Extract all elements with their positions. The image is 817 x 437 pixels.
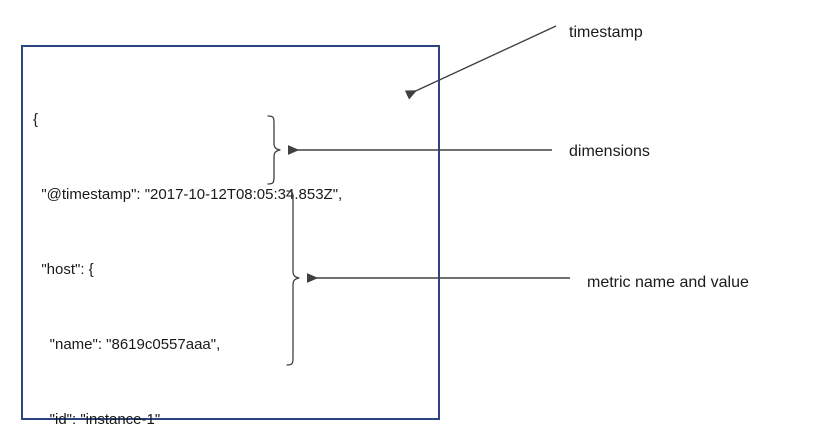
json-document-box: { "@timestamp": "2017-10-12T08:05:34.853… (21, 45, 440, 428)
code-line-host-open: "host": { (33, 261, 94, 278)
json-code-block: { "@timestamp": "2017-10-12T08:05:34.853… (33, 57, 433, 437)
annotation-label-metric-name-and-value: metric name and value (587, 274, 749, 291)
code-line: { (33, 111, 39, 128)
annotation-label-dimensions: dimensions (569, 143, 650, 160)
code-line-timestamp: "@timestamp": "2017-10-12T08:05:34.853Z"… (33, 186, 343, 203)
code-line-host-name: "name": "8619c0557aaa", (33, 336, 221, 353)
annotation-label-timestamp: timestamp (569, 24, 643, 41)
code-line-host-id: "id": "instance-1" (33, 411, 161, 428)
